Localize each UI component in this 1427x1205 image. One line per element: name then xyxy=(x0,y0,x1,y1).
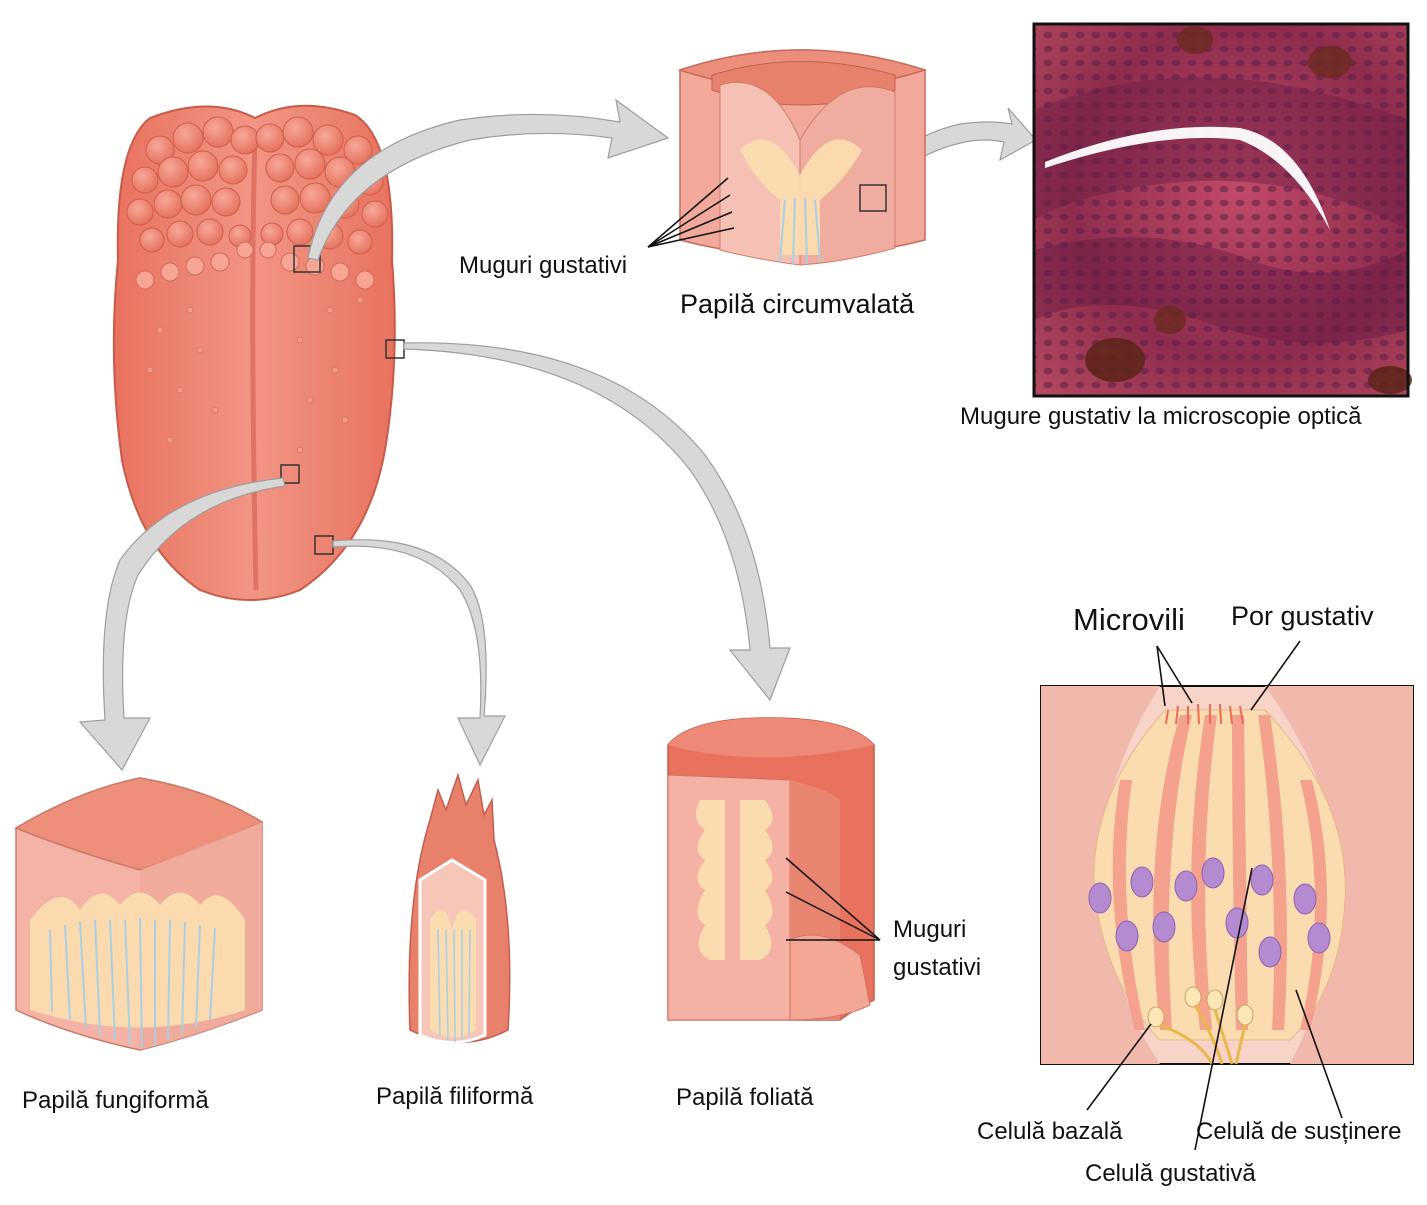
zoom-box-fungiform xyxy=(280,464,300,484)
zoom-box-microscope xyxy=(859,184,887,212)
label-celula-gustativa: Celulă gustativă xyxy=(1085,1160,1256,1187)
label-muguri-gustativi-top: Muguri gustativi xyxy=(459,252,628,279)
taste-bud-detail xyxy=(1040,640,1414,1151)
circumvallate-papilla xyxy=(647,49,928,266)
label-muguri-foliata-2: gustativi xyxy=(893,954,982,981)
label-mugure-microscopie: Mugure gustativ la microscopie optică xyxy=(960,403,1362,430)
fungiform-papilla xyxy=(14,777,264,1051)
arrow-to-foliate xyxy=(403,342,791,702)
arrow-to-fungiform xyxy=(78,477,286,772)
label-papila-foliata: Papilă foliată xyxy=(676,1084,814,1111)
surface-dots xyxy=(146,296,364,454)
fungiform-bumps xyxy=(135,241,375,290)
label-papila-circumvalata: Papilă circumvalată xyxy=(680,289,915,319)
label-microvili: Microvili xyxy=(1073,602,1185,637)
label-papila-filiforma: Papilă filiformă xyxy=(376,1083,534,1110)
microscope-image xyxy=(1032,22,1412,398)
label-muguri-foliata-1: Muguri xyxy=(893,916,967,943)
zoom-box-circumvallate xyxy=(293,245,321,273)
arrow-to-filiform xyxy=(332,539,506,767)
foliate-papilla xyxy=(667,717,881,1021)
label-por-gustativ: Por gustativ xyxy=(1231,601,1374,631)
label-celula-sustinere: Celulă de susținere xyxy=(1196,1118,1402,1145)
label-celula-bazala: Celulă bazală xyxy=(977,1118,1123,1145)
label-papila-fungiforma: Papilă fungiformă xyxy=(22,1087,209,1114)
arrow-to-circumvallate xyxy=(307,98,670,261)
arrows xyxy=(78,98,1037,772)
filiform-papilla xyxy=(408,772,511,1044)
